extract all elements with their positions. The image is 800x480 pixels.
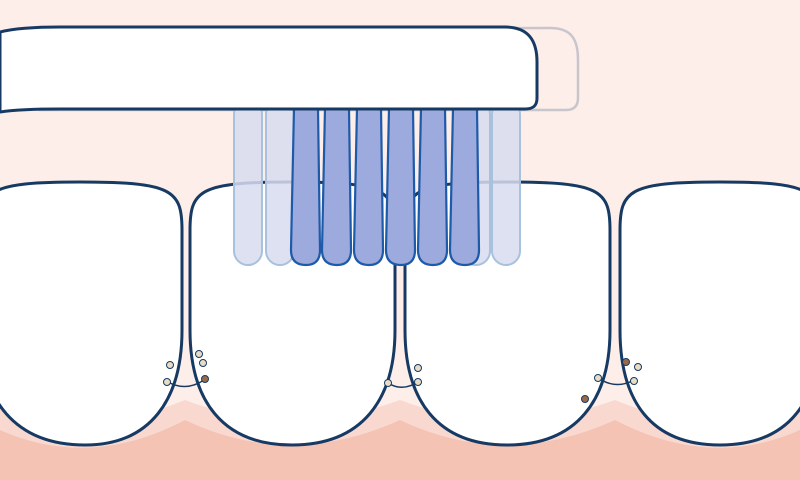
brush-head xyxy=(0,25,539,114)
bristle xyxy=(320,106,353,267)
ghost-bristles xyxy=(233,99,521,266)
bristle xyxy=(448,106,481,267)
bristle xyxy=(416,106,449,267)
tooth-4 xyxy=(618,180,800,447)
bristle xyxy=(352,106,385,267)
gum-band-lower xyxy=(0,420,800,480)
bristles xyxy=(289,106,481,267)
tooth-1 xyxy=(0,180,184,447)
bristle xyxy=(384,106,417,267)
bristle xyxy=(289,106,322,267)
plaque-dots xyxy=(163,350,642,403)
